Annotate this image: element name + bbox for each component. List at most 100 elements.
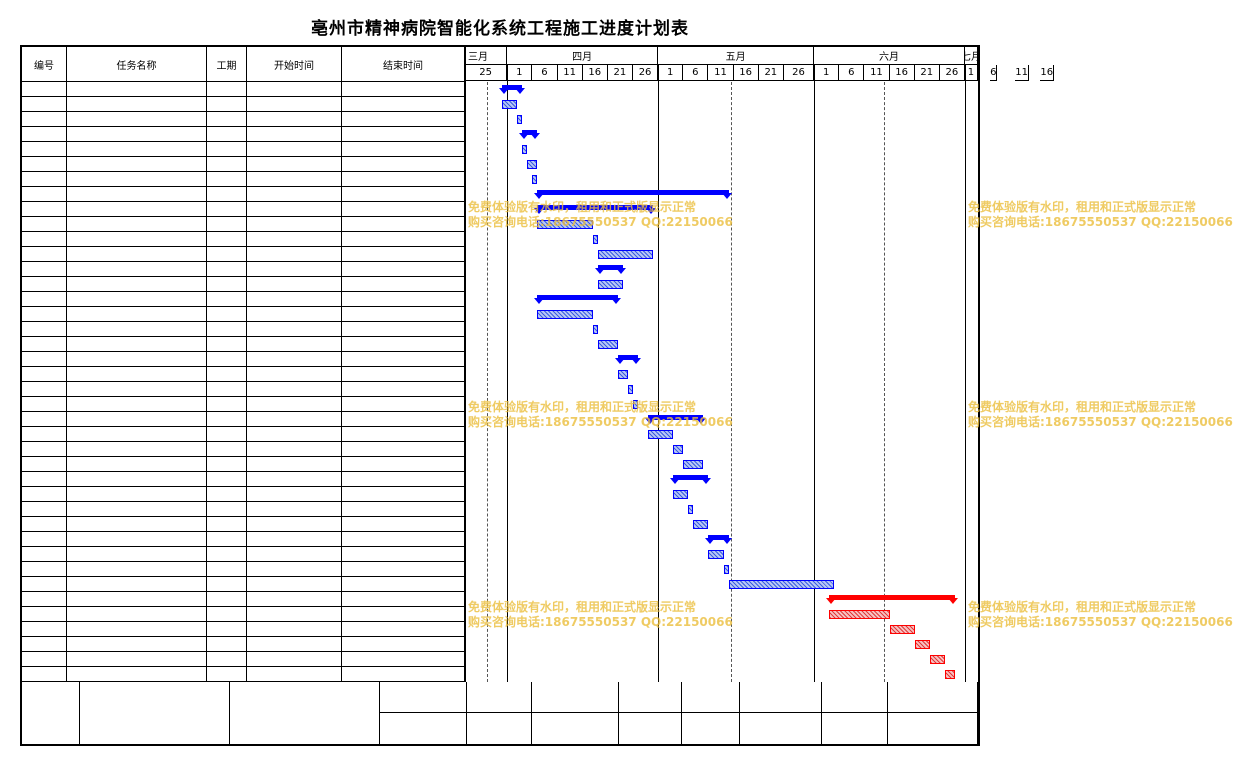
table-row	[22, 457, 465, 472]
task-duration	[207, 367, 247, 382]
task-end	[342, 607, 465, 622]
summary-end-marker	[615, 268, 626, 274]
gantt-sheet: 编号任务名称工期开始时间结束时间三月四月五月六月七月25161116212616…	[20, 45, 1055, 746]
task-end	[342, 457, 465, 472]
footer-cell	[380, 713, 467, 744]
compiler-note	[230, 682, 380, 744]
task-bar	[673, 445, 684, 454]
task-end	[342, 592, 465, 607]
day-tick-label: 26	[939, 65, 965, 81]
table-row	[22, 322, 465, 337]
task-end	[342, 232, 465, 247]
task-end	[342, 157, 465, 172]
task-no	[22, 457, 67, 472]
table-row	[22, 217, 465, 232]
task-end	[342, 367, 465, 382]
day-tick-label: 6	[839, 65, 865, 81]
task-start	[247, 652, 342, 667]
summary-end-marker	[515, 88, 526, 94]
task-no	[22, 427, 67, 442]
table-row	[22, 502, 465, 517]
task-name	[67, 82, 207, 97]
task-start	[247, 637, 342, 652]
task-no	[22, 172, 67, 187]
table-row	[22, 427, 465, 442]
table-row	[22, 337, 465, 352]
task-start	[247, 457, 342, 472]
task-name	[67, 187, 207, 202]
table-row	[22, 472, 465, 487]
task-duration	[207, 622, 247, 637]
task-bar	[592, 325, 598, 334]
month-divider	[507, 65, 509, 682]
day-tick-label: 6	[683, 65, 709, 81]
task-no	[22, 472, 67, 487]
task-end	[342, 562, 465, 577]
watermark-line: 免费体验版有水印，租用和正式版显示正常	[968, 200, 1197, 214]
task-name	[67, 172, 207, 187]
task-duration	[207, 112, 247, 127]
table-row	[22, 562, 465, 577]
task-name	[67, 202, 207, 217]
task-no	[22, 382, 67, 397]
task-no	[22, 112, 67, 127]
watermark: 免费体验版有水印，租用和正式版显示正常购买咨询电话:18675550537 QQ…	[968, 600, 1233, 630]
task-start	[247, 172, 342, 187]
task-start	[247, 592, 342, 607]
footer-cell	[888, 682, 978, 713]
task-start	[247, 352, 342, 367]
table-row	[22, 367, 465, 382]
table-row	[22, 277, 465, 292]
summary-end-marker	[721, 193, 732, 199]
task-duration	[207, 517, 247, 532]
day-tick-label: 6	[532, 65, 558, 81]
footer-cell	[619, 682, 682, 713]
task-start	[247, 292, 342, 307]
task-start	[247, 187, 342, 202]
summary-bar	[537, 205, 654, 210]
task-end	[342, 322, 465, 337]
task-bar	[617, 370, 628, 379]
page-title: 亳州市精神病院智能化系统工程施工进度计划表	[311, 19, 689, 39]
summary-start-marker	[534, 208, 545, 214]
task-end	[342, 307, 465, 322]
task-bar	[688, 505, 694, 514]
summary-end-marker	[631, 358, 642, 364]
summary-start-marker	[826, 598, 837, 604]
task-bar	[944, 670, 955, 679]
task-no	[22, 262, 67, 277]
task-duration	[207, 187, 247, 202]
task-name	[67, 262, 207, 277]
day-tick-label: 11	[557, 65, 583, 81]
task-name	[67, 97, 207, 112]
task-duration	[207, 442, 247, 457]
summary-end-marker	[701, 478, 712, 484]
task-bar	[632, 400, 638, 409]
task-no	[22, 547, 67, 562]
task-start	[247, 82, 342, 97]
header-duration: 工期	[207, 47, 247, 82]
table-row	[22, 247, 465, 262]
task-name	[67, 562, 207, 577]
task-start	[247, 532, 342, 547]
task-bar	[648, 430, 674, 439]
task-start	[247, 307, 342, 322]
task-duration	[207, 652, 247, 667]
task-start	[247, 667, 342, 682]
task-end	[342, 427, 465, 442]
header-no: 编号	[22, 47, 67, 82]
task-name	[67, 607, 207, 622]
task-no	[22, 577, 67, 592]
task-duration	[207, 547, 247, 562]
task-name	[67, 292, 207, 307]
task-duration	[207, 577, 247, 592]
day-tick-label: 11	[1015, 65, 1029, 81]
task-no	[22, 232, 67, 247]
watermark: 免费体验版有水印，租用和正式版显示正常购买咨询电话:18675550537 QQ…	[968, 200, 1233, 230]
summary-end-marker	[530, 133, 541, 139]
month-divider	[964, 65, 966, 682]
table-row	[22, 202, 465, 217]
day-tick-label: 16	[1040, 65, 1055, 81]
footer-cell	[532, 713, 619, 744]
summary-bar	[502, 85, 523, 90]
